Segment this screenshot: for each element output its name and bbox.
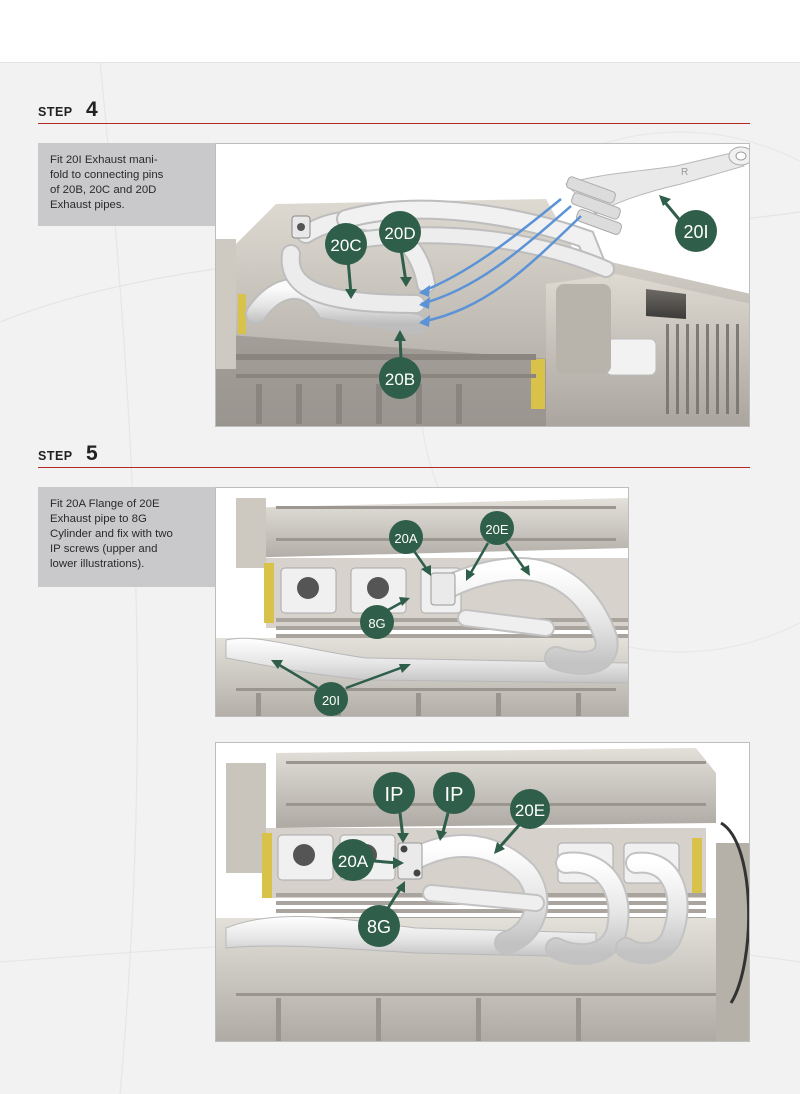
callout-20c: 20C	[325, 223, 367, 299]
callout-20i-label: 20I	[683, 222, 708, 242]
callout-8g-lower-label: 8G	[367, 917, 391, 937]
callout-20d: 20D	[379, 211, 421, 287]
step-4-heading: STEP 4	[38, 97, 750, 124]
step-5-instruction: Fit 20A Flange of 20E Exhaust pipe to 8G…	[38, 487, 215, 587]
callout-20a-lower-label: 20A	[338, 852, 369, 871]
callout-20b-label: 20B	[385, 370, 415, 389]
callout-20i-lower-label: 20I	[322, 693, 340, 708]
callout-20a-lower: 20A	[332, 839, 404, 881]
callout-20e-lower-label: 20E	[515, 801, 545, 820]
callout-20d-label: 20D	[384, 224, 415, 243]
callout-ip-right: IP	[433, 772, 475, 841]
callout-20e-lower: 20E	[494, 789, 550, 854]
callout-20e-label: 20E	[485, 522, 508, 537]
callout-8g-lower: 8G	[358, 881, 405, 947]
callout-8g-label: 8G	[368, 616, 385, 631]
step-4-illustration: R 20I 20C 20D	[215, 143, 750, 427]
step-4-instruction: Fit 20I Exhaust mani- fold to connecting…	[38, 143, 215, 226]
callout-20i-lower: 20I	[271, 660, 411, 716]
step-4-number: 4	[86, 98, 98, 121]
step-5-number: 5	[86, 442, 98, 465]
top-band	[0, 0, 800, 63]
part-letter-r: R	[681, 167, 688, 178]
callout-20i: 20I	[659, 195, 717, 252]
callout-20b: 20B	[379, 330, 421, 399]
callout-20a-label: 20A	[394, 531, 417, 546]
callout-20a: 20A	[389, 520, 431, 576]
callout-ip-left: IP	[373, 772, 415, 843]
callout-20c-label: 20C	[330, 236, 361, 255]
callout-ip-left-label: IP	[385, 784, 404, 806]
step-5-word: STEP	[38, 449, 73, 463]
callout-8g: 8G	[360, 597, 410, 639]
step-5-lower-illustration: IP IP 20E 20A 8G	[215, 742, 750, 1042]
step-5-heading: STEP 5	[38, 441, 750, 468]
callout-ip-right-label: IP	[445, 784, 464, 806]
step-4-word: STEP	[38, 105, 73, 119]
callout-20e: 20E	[466, 511, 530, 581]
step-5-upper-illustration: 20A 20E 8G 20I	[215, 487, 629, 717]
